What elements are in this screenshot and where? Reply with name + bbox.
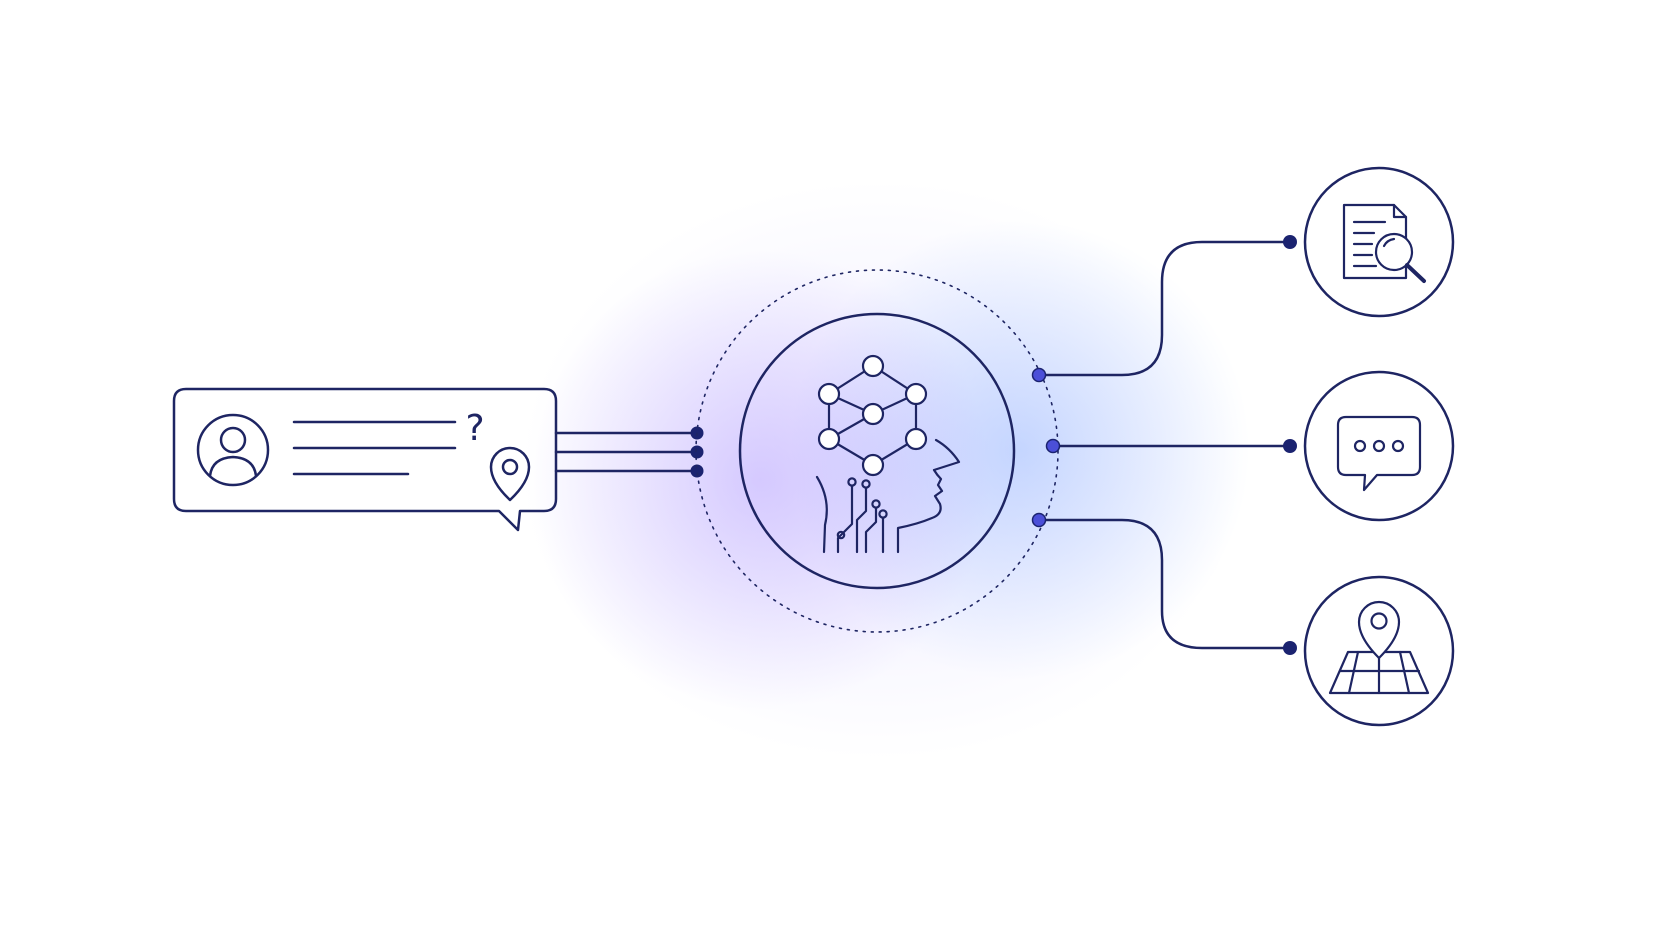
document-search-icon [1342,203,1426,283]
output-circle-chat [1303,370,1455,522]
input-node-3 [690,464,704,478]
output-node-document-search [1283,235,1297,249]
output-connectors [1031,235,1297,655]
output-line-document-search [1037,240,1292,377]
output-chat [1303,370,1455,522]
chat-bubble-icon [1336,415,1422,492]
query-bubble-outline [172,387,558,532]
input-node-2 [690,445,704,459]
network-graph-icon [817,354,928,477]
user-avatar-icon [196,413,270,487]
processor-output-node-3 [1031,512,1047,528]
output-line-map-location [1037,518,1292,650]
location-pin-icon [489,446,531,502]
output-map-location [1303,575,1455,727]
output-document-search [1303,166,1455,318]
head-profile-icon [896,438,961,554]
user-query-card: ? [172,387,558,532]
output-node-chat [1283,439,1297,453]
circuit-traces-icon [815,475,888,554]
processor-output-node-2 [1045,438,1061,454]
question-mark-icon: ? [465,408,484,449]
output-node-map-location [1283,641,1297,655]
ai-processor [695,269,1059,633]
processor-output-node-1 [1031,367,1047,383]
processor-core-ring [738,312,1016,590]
processor-orbit-ring [695,269,1059,633]
ai-brain-network-icon [815,354,961,554]
map-location-icon [1328,600,1430,695]
input-connectors [554,426,704,478]
query-text-lines [292,420,457,476]
